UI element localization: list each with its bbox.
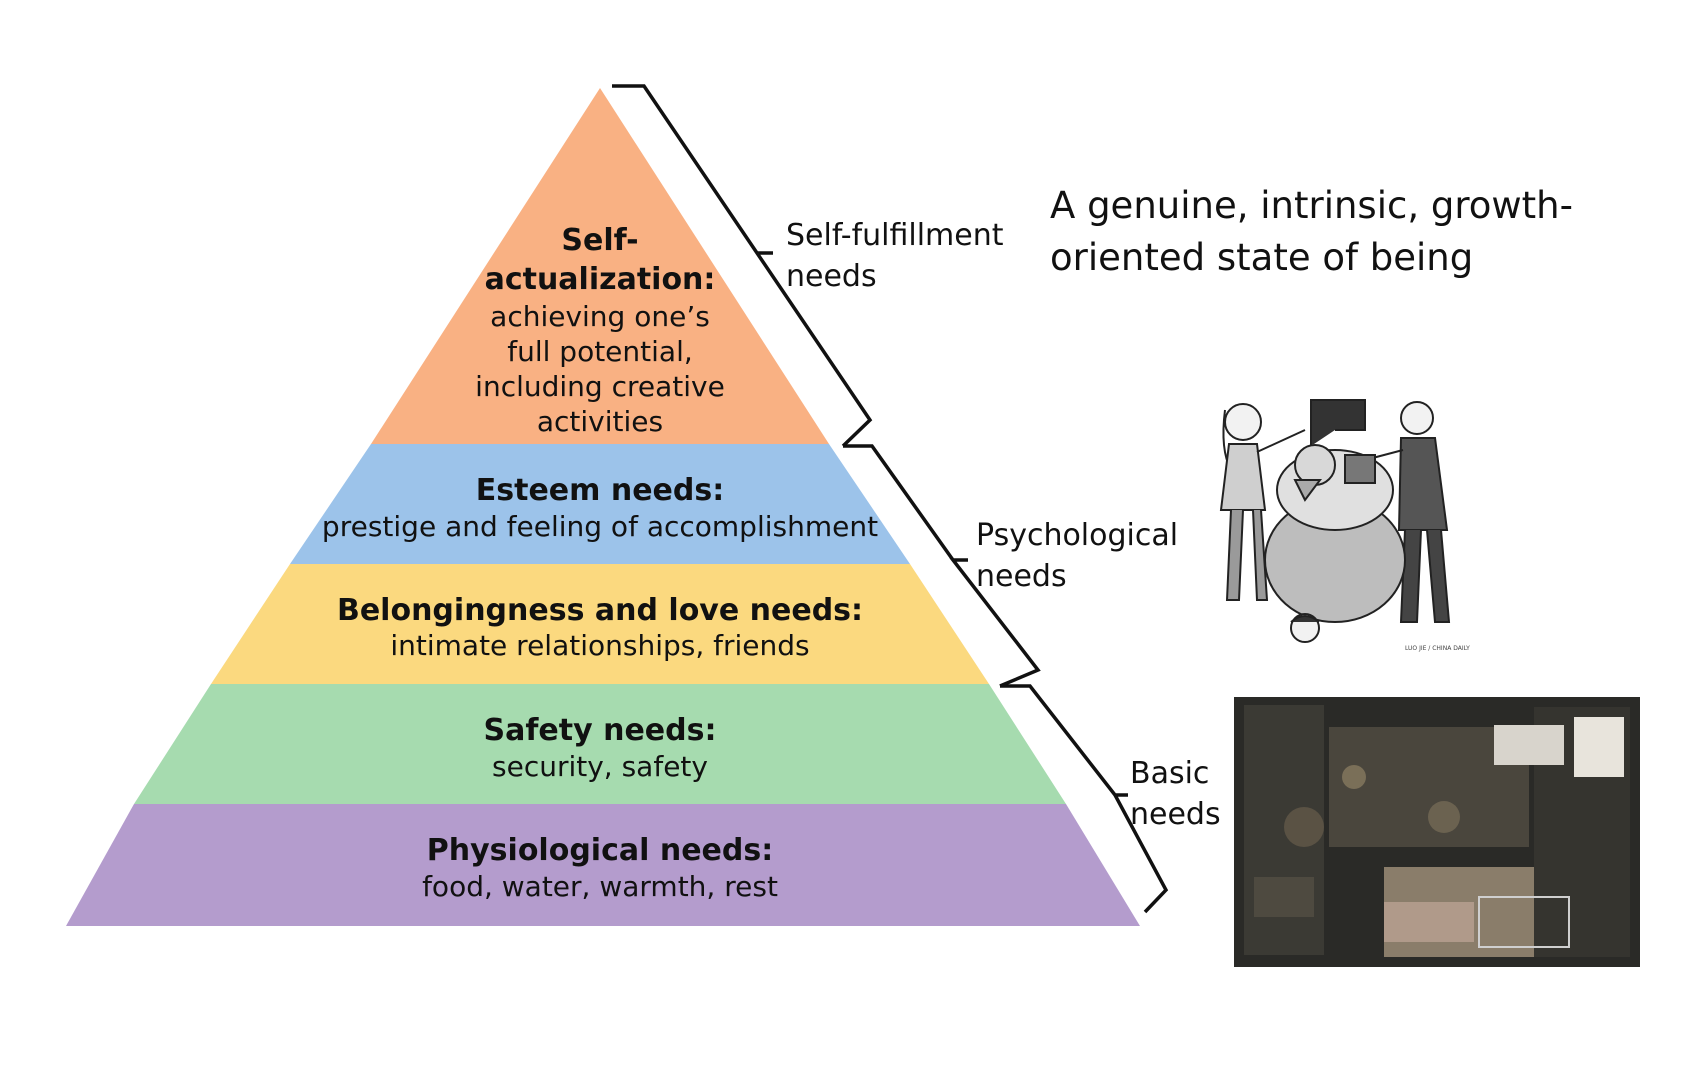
cartoon-credit: LUO JIE / CHINA DAILY [1405,645,1470,652]
tier-title: actualization: [485,262,716,297]
tier-text-belonging: Belongingness and love needs: intimate r… [337,593,863,662]
bracket-label: needs [976,559,1067,594]
tier-description: full potential, [507,335,693,368]
tier-title: Safety needs: [484,713,717,748]
tier-title: Physiological needs: [427,833,773,868]
brackets [612,84,1169,914]
tier-esteem [290,444,910,564]
bracket-self-fulfillment [612,84,873,448]
bracket-label-psychological: Psychological needs [976,518,1178,594]
tier-text-self-actualization: Self- actualization: achieving one’s ful… [475,223,725,438]
tier-physiological [66,804,1140,926]
tier-description: food, water, warmth, rest [422,870,778,903]
tier-title: Esteem needs: [476,473,724,508]
bracket-label: needs [786,259,877,294]
tier-title: Belongingness and love needs: [337,593,863,628]
bracket-basic [1000,684,1169,914]
tier-description: including creative [475,370,725,403]
tier-title: Self- [561,223,638,258]
tier-description: activities [537,405,663,438]
tier-text-esteem: Esteem needs: prestige and feeling of ac… [322,473,878,543]
bracket-label-basic: Basic needs [1130,756,1221,832]
room-photo-icon [1234,697,1640,967]
tier-self-actualization [371,88,829,444]
pyramid [66,88,1140,926]
bracket-label: Self-fulfillment [786,218,1004,253]
cartoon-illustration-icon: LUO JIE / CHINA DAILY [1219,399,1470,652]
side-note: A genuine, intrinsic, growth-oriented st… [1050,184,1573,279]
bracket-label: needs [1130,797,1221,832]
tier-description: achieving one’s [490,300,710,333]
tier-text-physiological: Physiological needs: food, water, warmth… [422,833,778,903]
bracket-label: Psychological [976,518,1178,553]
tier-safety [134,684,1066,804]
bracket-label: Basic [1130,756,1209,791]
tier-description: prestige and feeling of accomplishment [322,510,878,543]
bracket-psychological [843,444,1041,688]
tier-description: intimate relationships, friends [390,629,809,662]
tier-belonging [211,564,989,684]
tier-description: security, safety [492,750,708,783]
tier-text-safety: Safety needs: security, safety [484,713,717,783]
bracket-label-self-fulfillment: Self-fulfillment needs [786,218,1004,294]
